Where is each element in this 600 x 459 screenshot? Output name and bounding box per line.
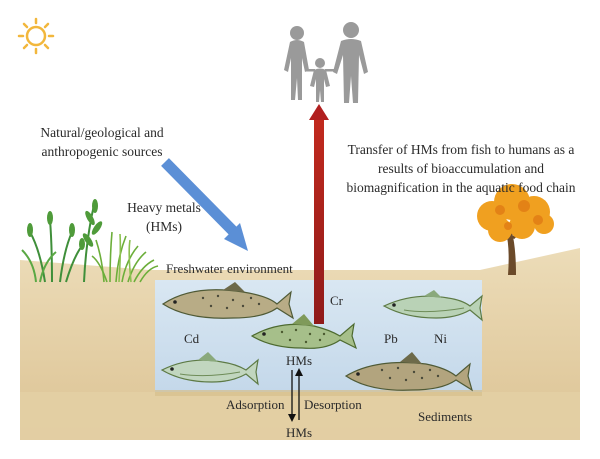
grass-icon <box>91 231 159 283</box>
fish-icon <box>161 282 295 320</box>
sediments-label: Sediments <box>418 409 473 424</box>
input-arrow <box>161 158 248 251</box>
fish-icon <box>160 352 259 386</box>
desorption-label: Desorption <box>304 397 362 412</box>
heavy-metals-label: Heavy metals (HMs) <box>114 198 214 236</box>
exchange-arrows <box>288 368 303 422</box>
adsorption-label: Adsorption <box>226 397 285 412</box>
sun-icon <box>17 17 55 55</box>
fish-icon <box>382 290 483 322</box>
hms-top-label: HMs <box>286 353 313 368</box>
sediment-layer <box>155 390 482 396</box>
family-icon <box>284 22 368 103</box>
transfer-label-line-2: results of bioaccumulation and <box>377 161 545 176</box>
sources-label-line-2: anthropogenic sources <box>41 144 163 159</box>
metal-label-cr: Cr <box>330 293 343 308</box>
hms-bottom-label: HMs <box>286 425 313 440</box>
transfer-label-line-3: biomagnification in the aquatic food cha… <box>346 180 576 195</box>
metal-label-cd: Cd <box>184 331 200 346</box>
reed-plant-icon <box>21 199 103 283</box>
transfer-label-line-1: Transfer of HMs from fish to humans as a <box>347 142 575 157</box>
sources-label-line-1: Natural/geological and <box>40 125 164 140</box>
heavy-metals-label-line-1: Heavy metals <box>127 200 201 215</box>
metal-label-ni: Ni <box>434 331 447 346</box>
freshwater-label: Freshwater environment <box>166 261 293 276</box>
fish-icon <box>250 314 358 350</box>
autumn-tree-icon <box>477 184 554 275</box>
metal-label-pb: Pb <box>384 331 398 346</box>
fish-icon <box>344 352 474 392</box>
transfer-label: Transfer of HMs from fish to humans as a… <box>322 140 600 197</box>
transfer-arrow <box>309 104 329 324</box>
sources-label: Natural/geological and anthropogenic sou… <box>12 123 192 161</box>
heavy-metals-label-line-2: (HMs) <box>146 219 182 234</box>
